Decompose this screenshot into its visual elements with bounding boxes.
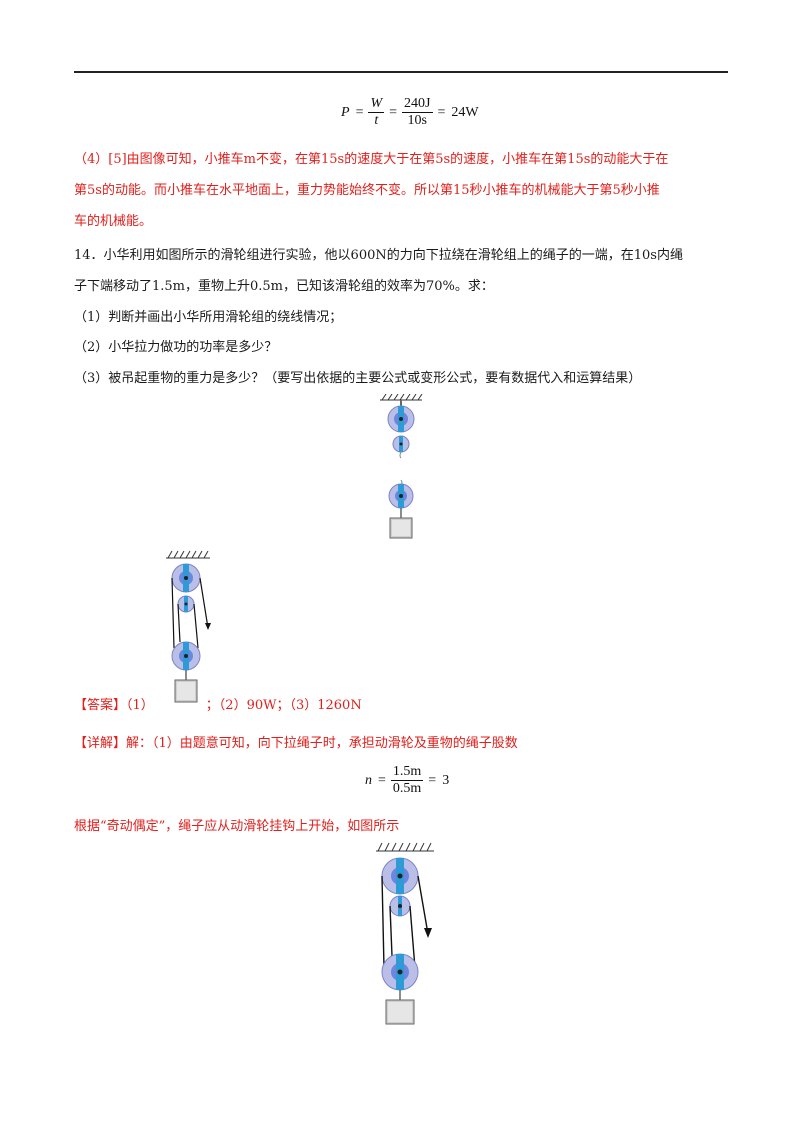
- question14-line-4: （2）小华拉力做功的功率是多少？: [74, 340, 278, 355]
- question14-line-1: 14．小华利用如图所示的滑轮组进行实验，他以600N的力向下拉绕在滑轮组上的绳子…: [74, 248, 683, 263]
- question14-line-3: （1）判断并画出小华所用滑轮组的绕线情况；: [74, 310, 343, 325]
- part4-line-3: 车的机械能。: [74, 214, 153, 229]
- question14-line-5: （3）被吊起重物的重力是多少？（要写出依据的主要公式或变形公式，要有数据代入和运…: [74, 371, 642, 386]
- pulley-figure-wound-large: [376, 842, 434, 1025]
- pulley-figure-wound-small: [166, 550, 211, 703]
- detail-line: 【详解】解：（1）由题意可知，向下拉绳子时，承担动滑轮及重物的绳子股数: [74, 736, 518, 751]
- pulley-figure-unwound: [380, 394, 423, 539]
- question14-line-2: 子下端移动了1.5m，重物上升0.5m，已知该滑轮组的效率为70%。求：: [74, 279, 494, 294]
- answer-line: 【答案】（1）；（2）90W；（3）1260N: [74, 698, 362, 713]
- header-rule: [74, 71, 728, 73]
- rule-line: 根据“奇动偶定”，绳子应从动滑轮挂钩上开始，如图所示: [74, 819, 400, 834]
- part4-line-1: （4）[5]由图像可知，小推车m不变，在第15s的速度大于在第5s的速度，小推车…: [74, 152, 669, 167]
- part4-line-2: 第5s的动能。而小推车在水平地面上，重力势能始终不变。所以第15秒小推车的机械能…: [74, 183, 660, 198]
